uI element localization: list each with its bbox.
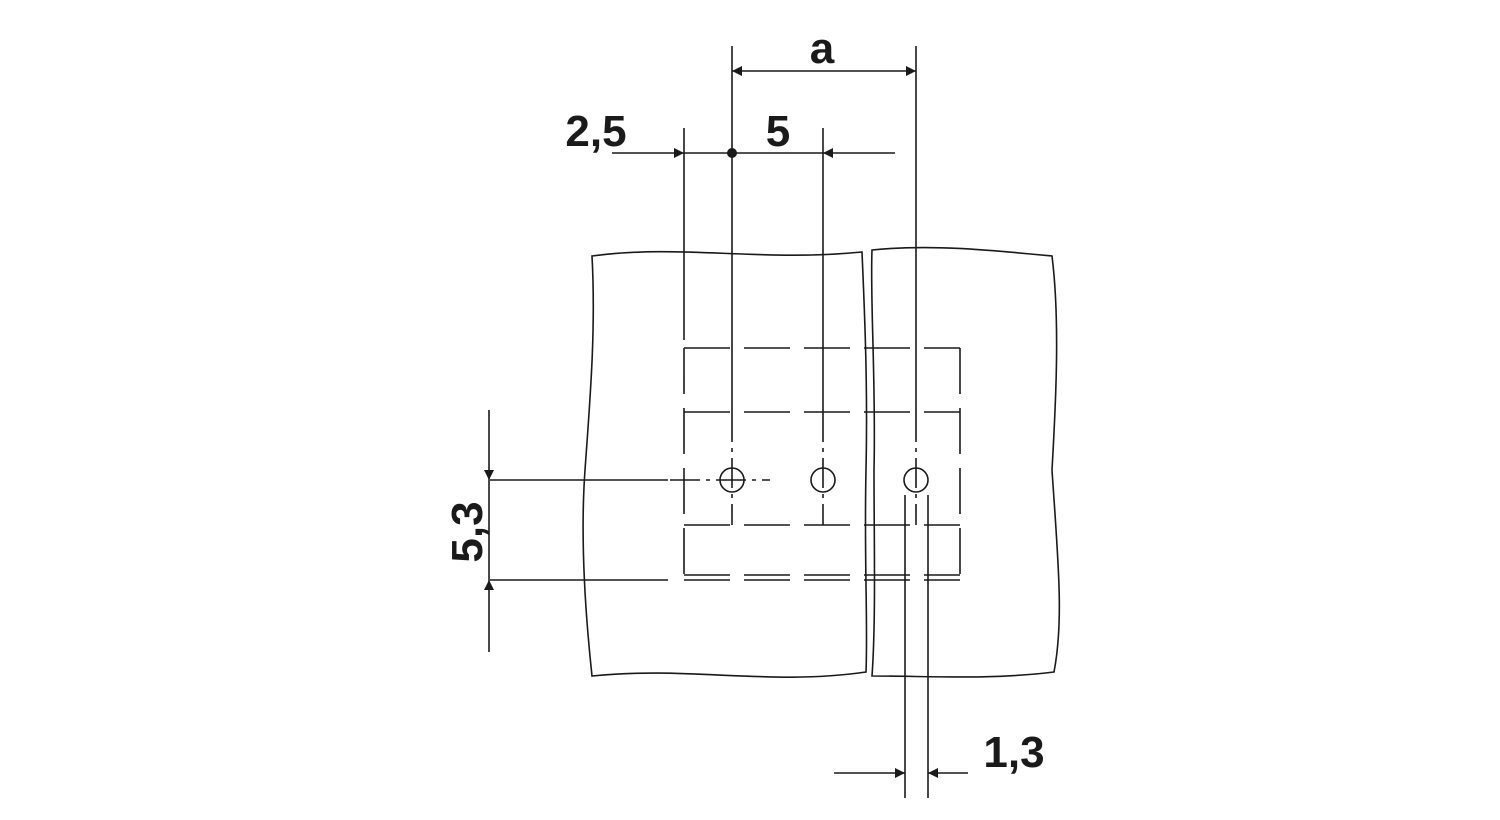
housing-dashed-outline — [683, 347, 961, 581]
board-outline-left — [582, 250, 868, 678]
board-outline-right — [870, 246, 1061, 678]
pin-centerlines — [670, 412, 917, 525]
label-pitch: 5 — [766, 107, 790, 156]
dimension-origin-dot — [727, 148, 737, 158]
label-row-height: 5,3 — [443, 501, 492, 562]
pin-hole-2 — [810, 467, 836, 493]
pin-hole-1 — [719, 467, 745, 493]
label-pin-diameter: 1,3 — [983, 728, 1044, 777]
label-edge-offset: 2,5 — [565, 107, 626, 156]
pin-hole-3 — [903, 467, 929, 493]
label-a: a — [810, 24, 835, 73]
